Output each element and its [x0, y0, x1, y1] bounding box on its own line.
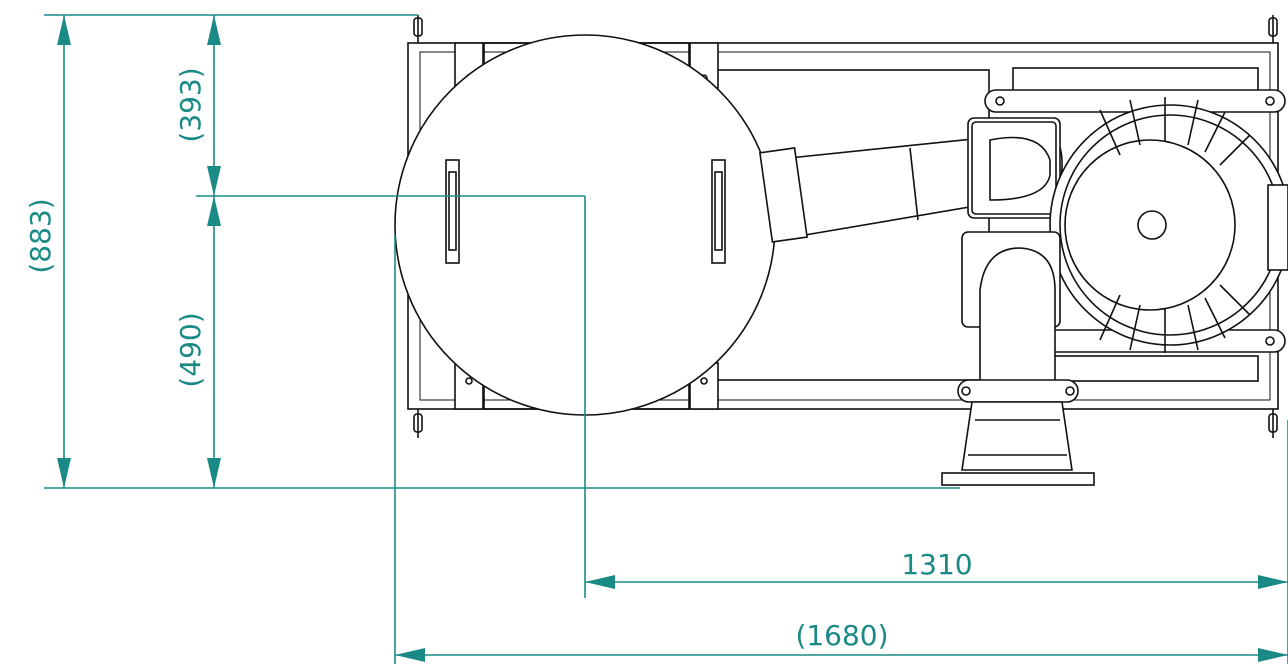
dim-lower-height-label: (490) [174, 312, 207, 387]
dim-center-width-label: 1310 [901, 548, 972, 581]
dimension-lines [44, 14, 1288, 664]
dim-total-height-label: (883) [24, 198, 57, 273]
machine-outline [394, 15, 1288, 486]
dim-upper-height-label: (393) [174, 67, 207, 142]
dim-total-width-label: (1680) [795, 619, 888, 652]
